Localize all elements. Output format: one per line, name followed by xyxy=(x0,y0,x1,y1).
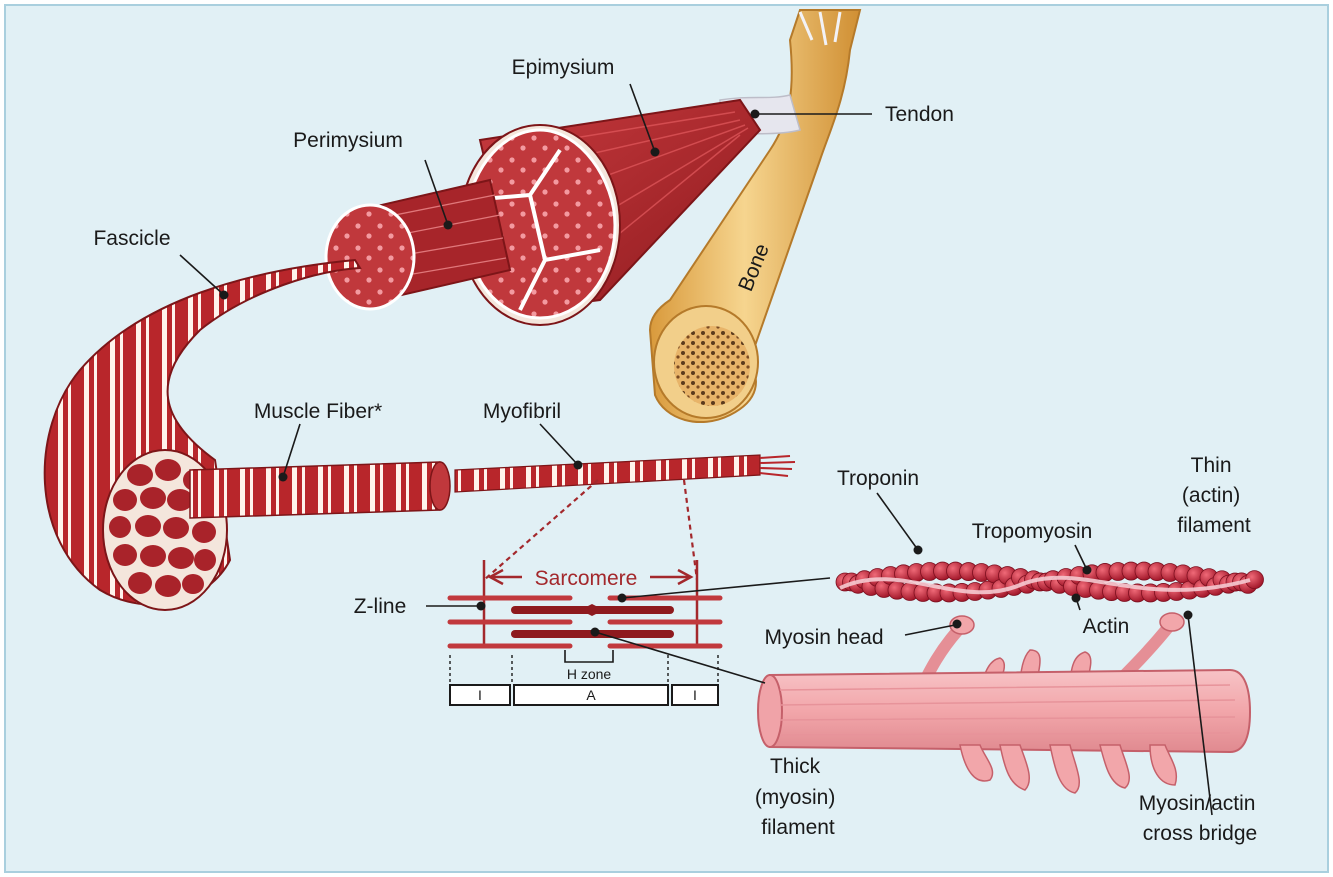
label-troponin: Troponin xyxy=(837,467,919,490)
label-thick-filament-line-3: filament xyxy=(761,816,835,839)
label-muscle-fiber: Muscle Fiber* xyxy=(254,400,382,423)
label-thick-filament-line-1: Thick xyxy=(770,755,821,778)
label-tropomyosin: Tropomyosin xyxy=(972,520,1093,543)
label-cross-bridge-line-2: cross bridge xyxy=(1143,822,1257,845)
label-band-a: A xyxy=(586,687,596,703)
label-epimysium: Epimysium xyxy=(512,56,615,79)
label-thick-filament-line-2: (myosin) xyxy=(755,786,836,809)
label-fascicle: Fascicle xyxy=(93,227,170,250)
muscle-fiber-illustration xyxy=(190,462,450,518)
label-z-line: Z-line xyxy=(354,595,407,618)
label-thin-filament-line-2: (actin) xyxy=(1182,484,1240,507)
label-sarcomere: Sarcomere xyxy=(535,567,638,590)
label-band-i-right: I xyxy=(693,687,697,703)
label-myosin-head: Myosin head xyxy=(764,626,883,649)
label-thin-filament-line-1: Thin xyxy=(1191,454,1232,477)
label-tendon: Tendon xyxy=(885,103,954,126)
label-h-zone: H zone xyxy=(567,666,612,682)
label-myofibril: Myofibril xyxy=(483,400,561,423)
label-band-i-left: I xyxy=(478,687,482,703)
label-cross-bridge-line-1: Myosin/actin xyxy=(1139,792,1256,815)
label-thin-filament-line-3: filament xyxy=(1177,514,1251,537)
label-perimysium: Perimysium xyxy=(293,129,403,152)
label-actin: Actin xyxy=(1083,615,1130,638)
